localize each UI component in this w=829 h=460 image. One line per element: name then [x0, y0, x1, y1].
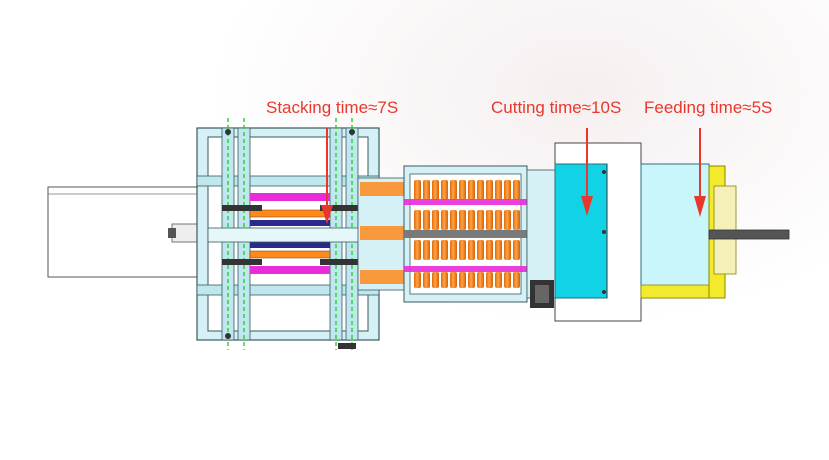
- roller: [495, 272, 502, 288]
- roller: [513, 210, 520, 230]
- roller: [459, 210, 466, 230]
- roller: [504, 180, 511, 200]
- roller: [423, 240, 430, 260]
- roller: [414, 240, 421, 260]
- roller: [450, 240, 457, 260]
- roller: [432, 240, 439, 260]
- roller: [486, 240, 493, 260]
- roller: [450, 210, 457, 230]
- roller: [441, 240, 448, 260]
- roller: [423, 210, 430, 230]
- roller: [486, 210, 493, 230]
- roller: [495, 180, 502, 200]
- roller: [486, 180, 493, 200]
- roller: [450, 180, 457, 200]
- roller: [459, 240, 466, 260]
- stacking-unit: [196, 118, 380, 350]
- roller: [504, 240, 511, 260]
- infeed-table: [47, 186, 201, 278]
- roller: [423, 272, 430, 288]
- roller: [414, 272, 421, 288]
- feeding-time-label: Feeding time≈5S: [644, 98, 773, 117]
- roller: [468, 240, 475, 260]
- roller: [468, 180, 475, 200]
- roller: [468, 272, 475, 288]
- roller: [504, 210, 511, 230]
- roller: [477, 272, 484, 288]
- roller: [441, 210, 448, 230]
- chain-conveyor: [357, 177, 407, 291]
- feeding-unit: [640, 163, 790, 299]
- cutting-time-label: Cutting time≈10S: [491, 98, 622, 117]
- roller: [477, 240, 484, 260]
- roller: [495, 240, 502, 260]
- roller: [441, 180, 448, 200]
- roller-conveyor: [403, 165, 554, 303]
- cutting-unit: [526, 142, 642, 322]
- roller: [432, 210, 439, 230]
- roller: [477, 180, 484, 200]
- roller: [432, 272, 439, 288]
- roller: [459, 180, 466, 200]
- roller: [495, 210, 502, 230]
- roller: [513, 272, 520, 288]
- roller: [432, 180, 439, 200]
- stacking-time-label: Stacking time≈7S: [266, 98, 399, 117]
- roller: [441, 272, 448, 288]
- roller: [414, 210, 421, 230]
- roller: [450, 272, 457, 288]
- roller: [513, 180, 520, 200]
- roller: [414, 180, 421, 200]
- roller: [423, 180, 430, 200]
- roller: [504, 272, 511, 288]
- roller: [513, 240, 520, 260]
- roller: [468, 210, 475, 230]
- roller: [486, 272, 493, 288]
- red-arrows: [321, 128, 706, 224]
- roller: [477, 210, 484, 230]
- roller: [459, 272, 466, 288]
